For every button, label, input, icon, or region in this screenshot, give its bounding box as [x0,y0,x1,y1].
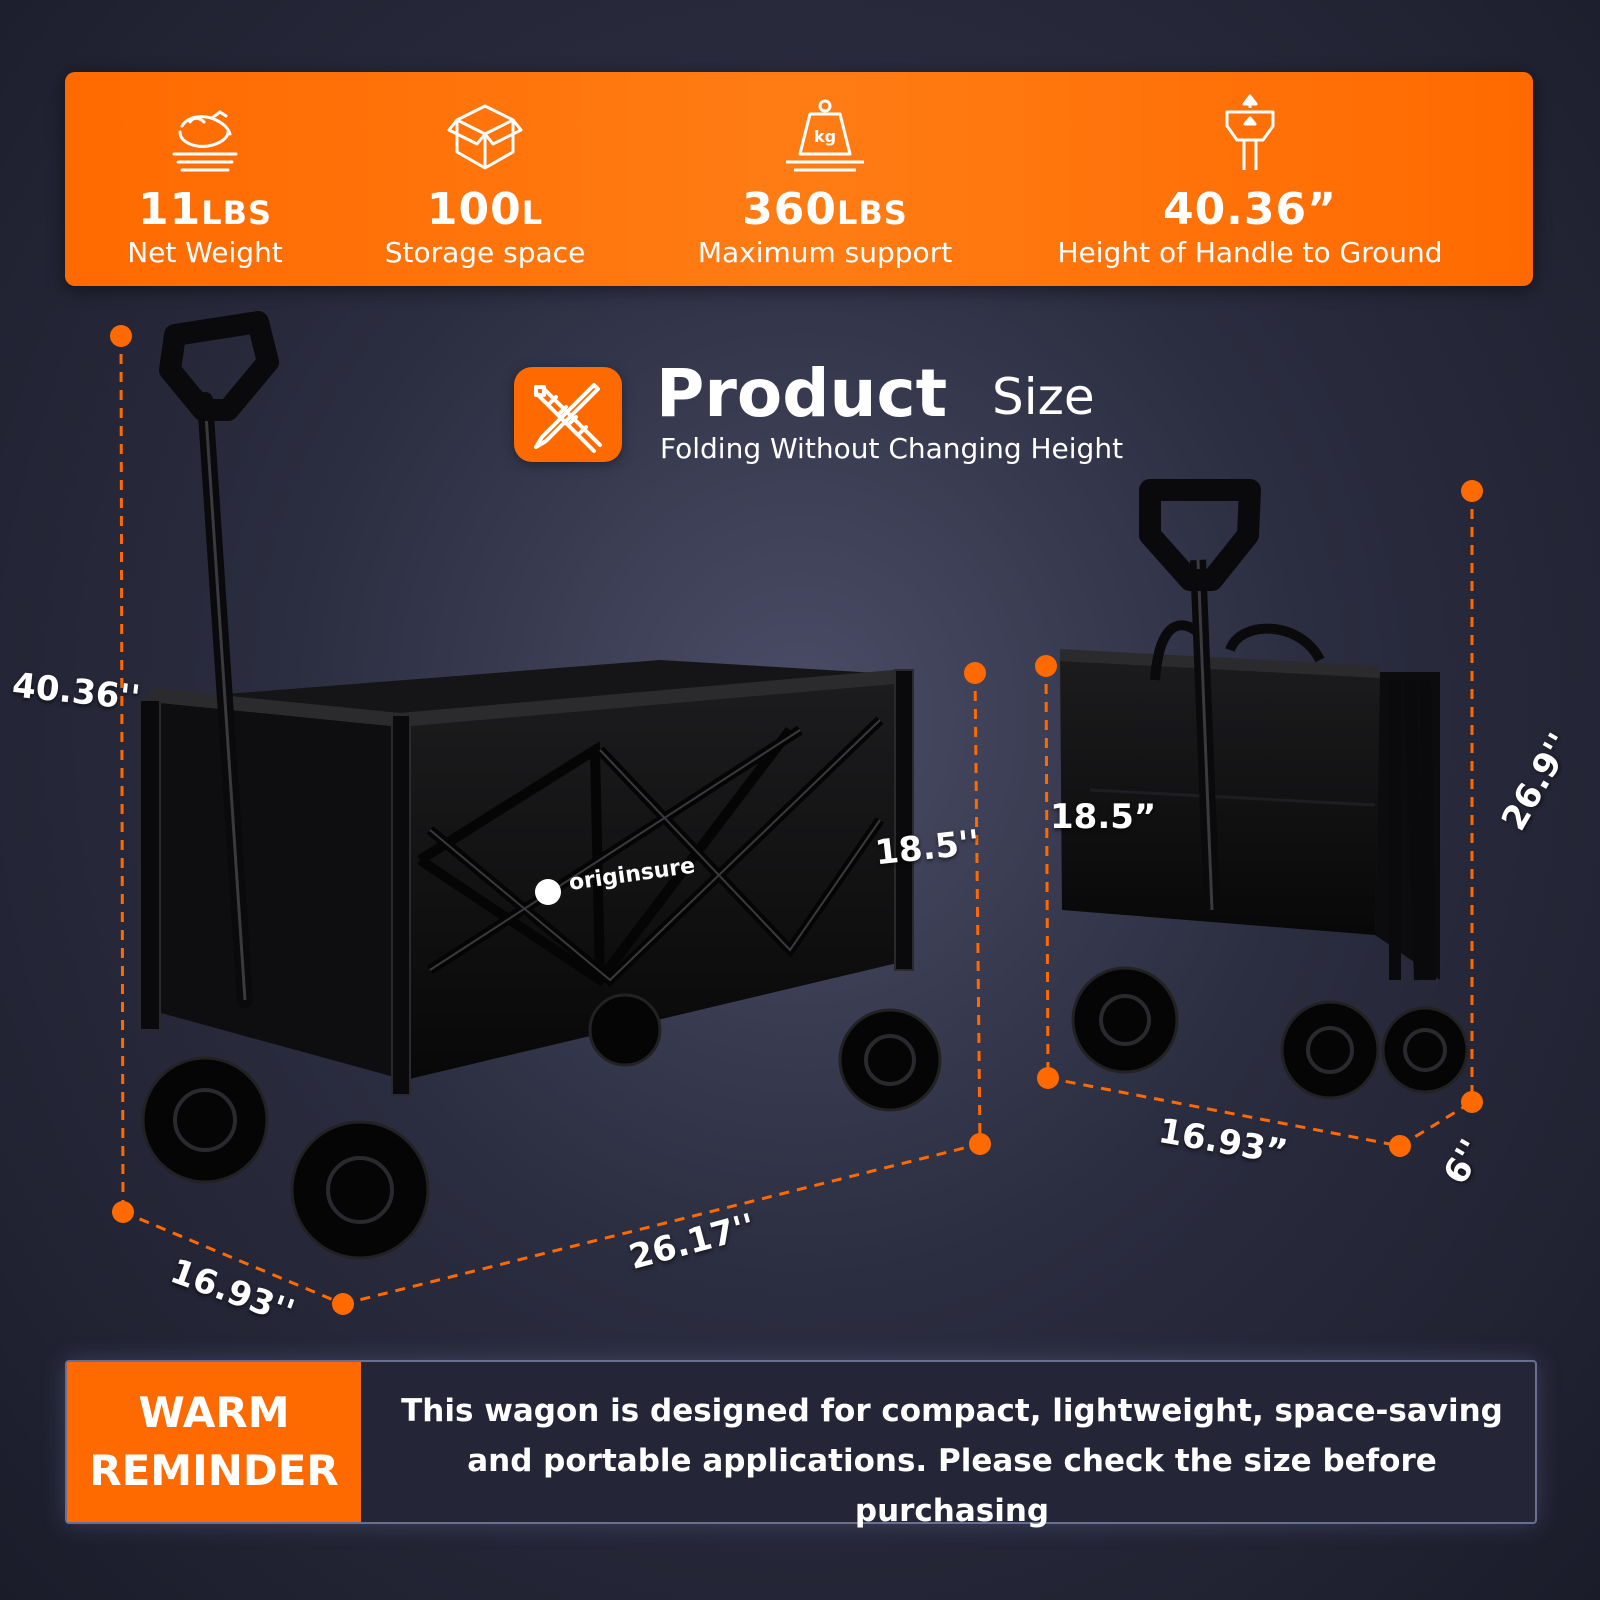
handle-height-icon [1225,94,1275,170]
ruler-pencil-icon [514,367,622,462]
box-icon [447,104,523,170]
spec-net-weight: 11LBS Net Weight [125,72,285,286]
wagon-wheels [141,993,942,1260]
spec-handle-height: 40.36” Height of Handle to Ground [1040,72,1460,286]
reminder-text-line: and portable applications. Please check … [467,1443,1437,1529]
reminder-text: This wagon is designed for compact, ligh… [377,1386,1527,1536]
spec-bar: 11LBS Net Weight 100L Storage space kg 3… [65,72,1533,286]
spec-label: Net Weight [127,236,283,269]
spec-value: 40.36” [1162,184,1338,235]
kg-weight-icon: kg [786,99,864,172]
reminder-heading-line: REMINDER [89,1446,339,1495]
weight-plate-icon [172,110,238,172]
dimension-lines [119,335,1474,1306]
reminder-heading: WARM REMINDER [67,1362,361,1522]
folded-wagon [1059,479,1469,1100]
page-title-sub: Size [992,368,1095,426]
spec-value: 100L [426,184,544,235]
spec-storage: 100L Storage space [370,72,600,286]
spec-label: Maximum support [697,236,953,269]
spec-label: Storage space [384,236,586,269]
svg-text:kg: kg [814,127,836,146]
unfolded-wagon: originsure [139,311,942,1260]
warm-reminder: WARM REMINDER This wagon is designed for… [65,1360,1537,1529]
spec-value: 360LBS [742,184,908,235]
reminder-text-line: This wagon is designed for compact, ligh… [401,1393,1503,1429]
reminder-heading-line: WARM [138,1388,290,1437]
spec-value: 11LBS [137,184,273,235]
folded-box-height-label: 18.5” [1050,797,1157,837]
dimension-points [110,325,1483,1315]
product-illustration: originsure [110,311,1483,1315]
spec-label: Height of Handle to Ground [1057,236,1443,269]
page-caption: Folding Without Changing Height [660,432,1124,465]
page-title: Product [656,355,948,432]
spec-max-support: kg 360LBS Maximum support [685,72,965,286]
